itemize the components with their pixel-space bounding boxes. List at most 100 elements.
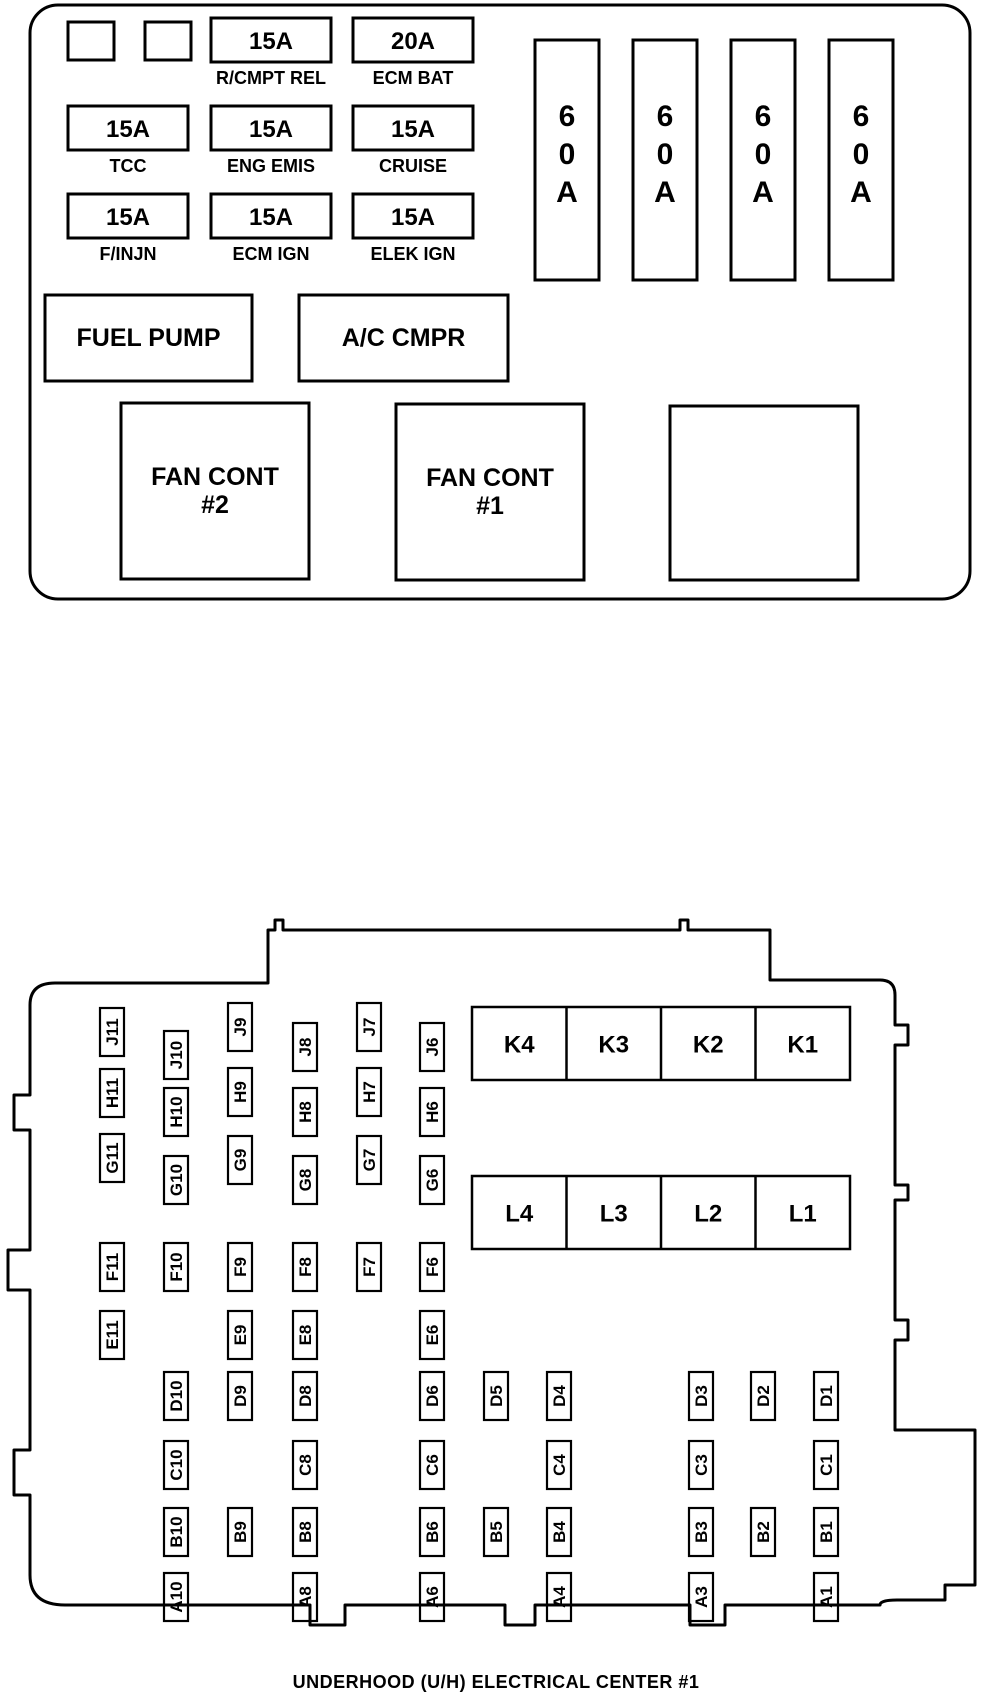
relay-cell-K3: K3 — [598, 1032, 629, 1059]
fuse-cell-C10 — [162, 1439, 190, 1491]
fuse-cell-E11 — [98, 1309, 126, 1361]
fuse-finjn — [66, 192, 190, 240]
fuse-cell-label-D10: D10 — [167, 1380, 186, 1411]
maxi-fuse-label-2-1: 0 — [657, 138, 674, 171]
fuse-cell-H10 — [162, 1086, 190, 1138]
fuse-name-finjn: F/INJN — [99, 244, 156, 264]
fuse-cell-G10 — [162, 1154, 190, 1206]
fuse-cell-label-F8: F8 — [296, 1257, 315, 1277]
relay-cell-L1: L1 — [789, 1201, 817, 1228]
fuse-cell-J11 — [98, 1006, 126, 1058]
fuse-cell-D4 — [545, 1370, 573, 1422]
fuse-cell-H7 — [355, 1066, 383, 1118]
relay-label-fancont1-0: FAN CONT — [426, 464, 554, 492]
relay-label-fancont2-0: FAN CONT — [151, 463, 279, 491]
fuse-cell-B4 — [545, 1506, 573, 1558]
fuse-cell-label-F10: F10 — [167, 1252, 186, 1281]
fuse-cell-label-C3: C3 — [692, 1454, 711, 1476]
fuse-cell-G7 — [355, 1134, 383, 1186]
fuse-cell-label-B3: B3 — [692, 1521, 711, 1543]
fuse-cell-label-B4: B4 — [550, 1521, 569, 1543]
fuse-name-engemis: ENG EMIS — [227, 156, 315, 176]
fuse-cell-D6 — [418, 1370, 446, 1422]
fuse-cell-label-C4: C4 — [550, 1454, 569, 1476]
fuse-cell-B5 — [482, 1506, 510, 1558]
fuse-cell-B2 — [749, 1506, 777, 1558]
fuse-cell-B3 — [687, 1506, 715, 1558]
fuse-cell-label-B2: B2 — [754, 1521, 773, 1543]
fuse-cell-label-A6: A6 — [423, 1586, 442, 1608]
relay-cell-K4: K4 — [504, 1032, 535, 1059]
fuse-cell-C8 — [291, 1439, 319, 1491]
fuse-cell-D5 — [482, 1370, 510, 1422]
maxi-fuse-label-4-1: 0 — [853, 138, 870, 171]
fuse-cell-H11 — [98, 1067, 126, 1119]
fuse-cell-label-E6: E6 — [423, 1325, 442, 1346]
fuse-cell-J9 — [226, 1001, 254, 1053]
fuse-blank2 — [143, 20, 193, 62]
fuse-rating-ecmbat: 20A — [391, 28, 435, 55]
fuse-cell-F10 — [162, 1241, 190, 1293]
fuse-name-ecmbat: ECM BAT — [373, 68, 454, 88]
relay-cell-L2: L2 — [694, 1201, 722, 1228]
fuse-cell-label-H8: H8 — [296, 1101, 315, 1123]
fuse-cell-B1 — [812, 1506, 840, 1558]
fuse-cell-label-C10: C10 — [167, 1449, 186, 1480]
fuse-cell-label-G9: G9 — [231, 1149, 250, 1172]
diagram-caption: UNDERHOOD (U/H) ELECTRICAL CENTER #1 — [292, 1672, 700, 1692]
fuse-cell-C6 — [418, 1439, 446, 1491]
fuse-ecmbat — [351, 16, 475, 64]
fuse-rating-rcmpt: 15A — [249, 28, 293, 55]
fuse-name-elekign: ELEK IGN — [370, 244, 455, 264]
relay-cell-K1: K1 — [787, 1032, 818, 1059]
top-panel-outline — [28, 3, 972, 601]
fuse-cell-label-C6: C6 — [423, 1454, 442, 1476]
fuse-cell-F8 — [291, 1241, 319, 1293]
fuse-cell-B10 — [162, 1506, 190, 1558]
fuse-cell-label-B9: B9 — [231, 1521, 250, 1543]
fuse-cell-G6 — [418, 1154, 446, 1206]
relay-fuelpump — [43, 293, 254, 383]
fuse-name-ecmign: ECM IGN — [232, 244, 309, 264]
fuse-cell-A1 — [812, 1571, 840, 1623]
fuse-cell-label-J6: J6 — [423, 1038, 442, 1057]
fuse-cell-label-D1: D1 — [817, 1385, 836, 1407]
fuse-cell-H6 — [418, 1086, 446, 1138]
fuse-cell-A3 — [687, 1571, 715, 1623]
fuse-cell-label-J11: J11 — [103, 1018, 122, 1045]
fuse-cell-F11 — [98, 1241, 126, 1293]
relay-blankrelay — [668, 404, 860, 582]
fuse-cell-C3 — [687, 1439, 715, 1491]
fuse-cell-A4 — [545, 1571, 573, 1623]
fuse-cell-label-D5: D5 — [487, 1385, 506, 1407]
relay-label-fuelpump-0: FUEL PUMP — [77, 324, 221, 352]
fuse-cell-A10 — [162, 1571, 190, 1623]
fuse-rating-tcc: 15A — [106, 116, 150, 143]
fuse-cell-D1 — [812, 1370, 840, 1422]
relay-accmpr — [297, 293, 510, 383]
fuse-cell-label-D9: D9 — [231, 1385, 250, 1407]
maxi-fuse-label-1-2: A — [556, 176, 578, 209]
fuse-rating-finjn: 15A — [106, 204, 150, 231]
fuse-rating-cruise: 15A — [391, 116, 435, 143]
maxi-fuse-label-2-0: 6 — [657, 100, 674, 133]
fuse-cell-label-D8: D8 — [296, 1385, 315, 1407]
fuse-cell-G11 — [98, 1132, 126, 1184]
fuse-cell-E6 — [418, 1309, 446, 1361]
fuse-cell-label-J10: J10 — [167, 1041, 186, 1069]
maxi-fuse-1 — [533, 38, 601, 282]
maxi-fuse-label-3-2: A — [752, 176, 774, 209]
fuse-cell-G8 — [291, 1154, 319, 1206]
bottom-fuse-panel: J11H11G11F11E11J10H10G10F10D10C10B10A10J… — [6, 918, 977, 1627]
fuse-cell-label-H11: H11 — [103, 1078, 122, 1108]
relay-cell-L4: L4 — [505, 1201, 534, 1228]
fuse-cell-label-B10: B10 — [167, 1516, 186, 1547]
fuse-rating-elekign: 15A — [391, 204, 435, 231]
fuse-cell-B6 — [418, 1506, 446, 1558]
fuse-cell-label-B1: B1 — [817, 1521, 836, 1543]
fuse-cell-label-E11: E11 — [103, 1320, 122, 1349]
fuse-cell-label-A8: A8 — [296, 1586, 315, 1608]
fuse-cell-E8 — [291, 1309, 319, 1361]
fuse-cell-label-F7: F7 — [360, 1257, 379, 1277]
